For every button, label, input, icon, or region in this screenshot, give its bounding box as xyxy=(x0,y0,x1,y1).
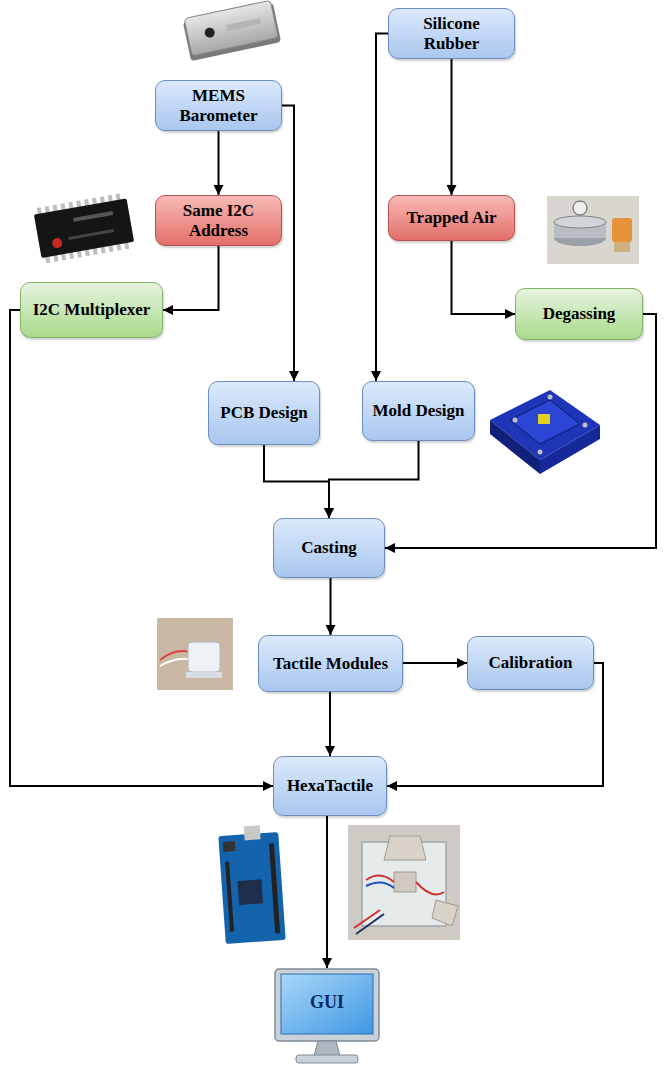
node-label: Trapped Air xyxy=(407,208,497,228)
flow-arrow xyxy=(329,692,331,756)
node-label: GUI xyxy=(310,992,344,1013)
node-label: Tactile Modules xyxy=(273,654,388,674)
flow-arrow xyxy=(403,662,467,664)
monitor-outline xyxy=(274,968,380,1065)
problem-box: Trapped Air xyxy=(388,195,515,241)
node-label: Calibration xyxy=(488,653,572,673)
solution-box: I2C Multiplexer xyxy=(20,282,163,338)
flow-arrow xyxy=(218,131,220,195)
problem-box: Same I2C Address xyxy=(155,195,282,246)
flow-arrow xyxy=(330,578,332,635)
flow-arrow xyxy=(264,445,329,518)
flow-arrow xyxy=(282,106,294,381)
process-box: PCB Design xyxy=(208,381,320,445)
multiplexer-chip-image xyxy=(33,192,135,263)
flow-arrow xyxy=(326,816,328,968)
solution-box: Degassing xyxy=(515,288,643,340)
node-label: Silicone Rubber xyxy=(397,14,506,53)
tactile-module-photo xyxy=(157,618,233,690)
flow-arrow xyxy=(163,246,219,310)
flow-arrow xyxy=(329,441,419,518)
node-label: Same I2C Address xyxy=(164,201,273,240)
flow-arrow xyxy=(451,59,453,195)
flow-arrow xyxy=(376,34,388,381)
monitor-node: GUI xyxy=(274,968,380,1065)
process-box: Silicone Rubber xyxy=(388,8,515,59)
node-label: Casting xyxy=(301,538,357,558)
arduino-board xyxy=(218,825,285,944)
node-label: PCB Design xyxy=(220,403,307,423)
process-box: Casting xyxy=(273,518,385,578)
process-box: HexaTactile xyxy=(273,756,387,816)
node-label: I2C Multiplexer xyxy=(33,300,151,320)
process-box: MEMS Barometer xyxy=(155,80,282,131)
flow-arrow xyxy=(452,241,516,314)
vacuum-chamber-photo xyxy=(547,196,639,264)
process-box: Mold Design xyxy=(362,381,475,441)
hexatactile-photo xyxy=(348,825,460,940)
barometer-chip-image xyxy=(182,0,281,61)
node-label: Degassing xyxy=(543,304,616,324)
node-label: HexaTactile xyxy=(287,776,373,796)
process-box: Calibration xyxy=(467,636,594,690)
mold-render xyxy=(490,390,600,474)
node-label: MEMS Barometer xyxy=(164,86,273,125)
node-label: Mold Design xyxy=(372,401,464,421)
process-box: Tactile Modules xyxy=(258,635,403,692)
